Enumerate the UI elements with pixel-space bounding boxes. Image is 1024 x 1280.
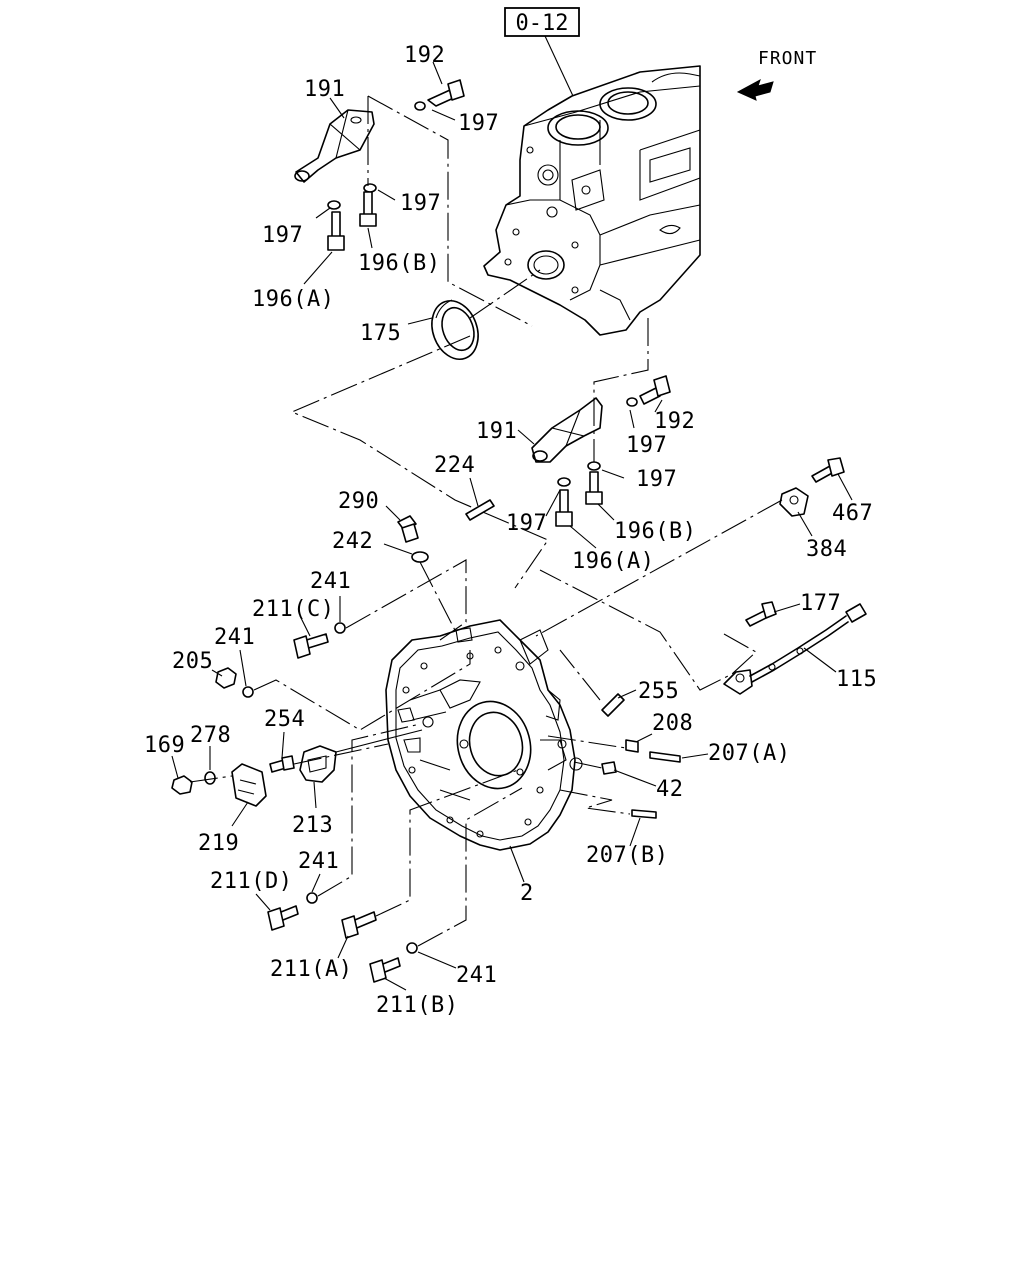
bolt-255[interactable] <box>601 693 625 717</box>
dowel-224[interactable] <box>465 499 495 521</box>
cover-384[interactable] <box>779 487 809 517</box>
label-175: 175 <box>360 321 401 346</box>
washer-241-d[interactable] <box>406 942 418 954</box>
bolt-211a[interactable] <box>341 911 377 939</box>
washer-278[interactable] <box>204 771 216 785</box>
oil-seal-175[interactable] <box>424 294 486 365</box>
reference-box[interactable]: 0-12 <box>504 7 580 37</box>
bolt-196b-mid[interactable] <box>585 471 603 505</box>
bolt-211d[interactable] <box>267 905 299 931</box>
label-196b-top: 196(B) <box>358 251 440 276</box>
engine-mount-bracket-lower[interactable] <box>531 397 603 463</box>
flywheel-housing-2[interactable] <box>385 619 583 851</box>
part-labels: 192 191 197 197 197 196(B) 196(A) 175 19… <box>144 43 877 1018</box>
dowel-42[interactable] <box>601 761 617 775</box>
label-2: 2 <box>520 881 534 906</box>
bolt-192-upper[interactable] <box>427 79 465 107</box>
washer-197-mid-b[interactable] <box>587 461 601 471</box>
label-241-c: 241 <box>298 849 339 874</box>
stud-207a[interactable] <box>649 751 681 763</box>
label-241-b: 241 <box>214 625 255 650</box>
label-197-b: 197 <box>400 191 441 216</box>
label-290: 290 <box>338 489 379 514</box>
label-192-top: 192 <box>404 43 445 68</box>
washer-197-mid-c[interactable] <box>557 477 571 487</box>
sensor-115[interactable] <box>723 603 867 695</box>
label-219: 219 <box>198 831 239 856</box>
label-211a: 211(A) <box>270 957 352 982</box>
washer-241-c[interactable] <box>306 892 318 904</box>
label-196b-mid: 196(B) <box>614 519 696 544</box>
spacer-208[interactable] <box>625 739 639 753</box>
stud-207b[interactable] <box>631 809 657 819</box>
bolt-211b[interactable] <box>369 957 401 983</box>
label-191-mid: 191 <box>476 419 517 444</box>
label-211d: 211(D) <box>210 869 292 894</box>
label-207a: 207(A) <box>708 741 790 766</box>
washer-241-b[interactable] <box>242 686 254 698</box>
bracket-219[interactable] <box>231 763 267 807</box>
bolt-196a-mid[interactable] <box>555 489 573 527</box>
label-42: 42 <box>656 777 684 802</box>
label-169: 169 <box>144 733 185 758</box>
label-197-c: 197 <box>262 223 303 248</box>
label-191-top: 191 <box>304 77 345 102</box>
label-278: 278 <box>190 723 231 748</box>
label-242: 242 <box>332 529 373 554</box>
washer-241-a[interactable] <box>334 622 346 634</box>
label-384: 384 <box>806 537 847 562</box>
label-255: 255 <box>638 679 679 704</box>
bolt-192-mid[interactable] <box>639 375 671 405</box>
front-label: FRONT <box>758 48 817 69</box>
bolt-196b-upper[interactable] <box>359 191 377 227</box>
label-213: 213 <box>292 813 333 838</box>
bolt-254[interactable] <box>269 755 295 773</box>
bolt-196a-upper[interactable] <box>327 211 345 251</box>
nut-205[interactable] <box>215 667 237 689</box>
label-207b: 207(B) <box>586 843 668 868</box>
front-indicator: FRONT <box>736 48 817 101</box>
label-211b: 211(B) <box>376 993 458 1018</box>
engine-block <box>483 65 701 336</box>
front-arrow-icon <box>736 78 774 101</box>
o-ring-242[interactable] <box>411 551 429 563</box>
nut-169[interactable] <box>171 775 193 795</box>
label-197-e: 197 <box>636 467 677 492</box>
bolt-211c[interactable] <box>293 633 329 659</box>
washer-197-upper-a[interactable] <box>414 101 426 111</box>
label-196a-mid: 196(A) <box>572 549 654 574</box>
bracket-213[interactable] <box>299 745 337 783</box>
washer-197-upper-c[interactable] <box>327 200 341 210</box>
label-192-mid: 192 <box>654 409 695 434</box>
label-241-a: 241 <box>310 569 351 594</box>
label-197-a: 197 <box>458 111 499 136</box>
engine-mount-bracket-upper[interactable] <box>294 109 375 183</box>
bolt-467[interactable] <box>811 457 845 483</box>
label-115: 115 <box>836 667 877 692</box>
label-254: 254 <box>264 707 305 732</box>
label-224: 224 <box>434 453 475 478</box>
label-197-d: 197 <box>626 433 667 458</box>
label-208: 208 <box>652 711 693 736</box>
label-467: 467 <box>832 501 873 526</box>
label-205: 205 <box>172 649 213 674</box>
washer-197-mid-a[interactable] <box>626 397 638 407</box>
washer-197-upper-b[interactable] <box>363 183 377 193</box>
plug-290[interactable] <box>397 515 419 543</box>
bolt-177[interactable] <box>745 601 777 627</box>
label-196a-top: 196(A) <box>252 287 334 312</box>
label-197-f: 197 <box>506 511 547 536</box>
label-177: 177 <box>800 591 841 616</box>
label-241-d: 241 <box>456 963 497 988</box>
label-211c: 211(C) <box>252 597 334 622</box>
reference-box-label: 0-12 <box>516 11 569 36</box>
